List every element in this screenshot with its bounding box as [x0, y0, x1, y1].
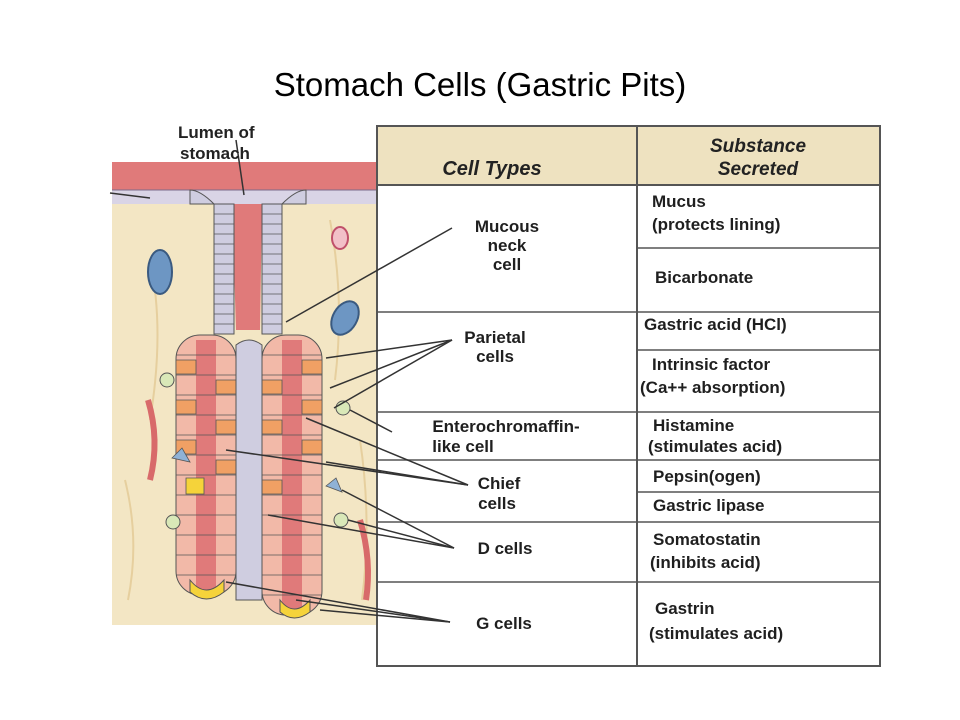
pepsin-text: Pepsin(ogen) — [653, 467, 761, 486]
slide-title: Stomach Cells (Gastric Pits) — [273, 66, 687, 103]
mucous-cells — [189, 189, 307, 335]
g-cells-label: G cells — [476, 614, 532, 633]
intrinsic-factor-text-1: Intrinsic factor — [652, 355, 770, 374]
histamine-text-2: (stimulates acid) — [648, 437, 782, 456]
intrinsic-factor-text-2: (Ca++ absorption) — [640, 378, 785, 397]
ecl-label-1: Enterochromaffin- — [432, 417, 579, 436]
mucous-neck-label-3: cell — [493, 255, 521, 274]
mucous-neck-label-1: Mucous — [475, 217, 539, 236]
ecl-d-cells — [159, 372, 351, 530]
blood-vessels — [145, 226, 371, 601]
header-substance-line1: Substance — [710, 136, 807, 157]
histamine-text-1: Histamine — [653, 416, 734, 435]
gland-right — [261, 334, 323, 619]
mucous-neck-label-2: neck — [488, 236, 527, 255]
d-cells-label: D cells — [478, 539, 533, 558]
gland-left — [175, 334, 237, 600]
lumen-label-line1: Lumen of — [178, 123, 255, 142]
lipase-text: Gastric lipase — [653, 496, 765, 515]
header-cell-types: Cell Types — [442, 158, 541, 180]
gastric-acid-text: Gastric acid (HCl) — [644, 315, 787, 334]
secretion-table: Cell Types Substance Secreted Mucous nec… — [376, 125, 881, 667]
parietal-label-2: cells — [476, 347, 514, 366]
parietal-label-1: Parietal — [464, 328, 525, 347]
leader-lines — [225, 227, 469, 623]
somatostatin-text-1: Somatostatin — [653, 530, 761, 549]
chief-label-1: Chief — [478, 474, 521, 493]
bicarbonate-text: Bicarbonate — [655, 268, 753, 287]
gastrin-text-1: Gastrin — [655, 599, 715, 618]
pit-lumen — [232, 204, 262, 330]
mucus-text-1: Mucus — [652, 192, 706, 211]
somatostatin-text-2: (inhibits acid) — [650, 553, 761, 572]
lumen-label-line2: stomach — [180, 144, 250, 163]
chief-label-2: cells — [478, 494, 516, 513]
header-substance-line2: Secreted — [718, 159, 799, 180]
gastric-pit-illustration: Lumen of stomach — [109, 123, 378, 625]
gastrin-text-2: (stimulates acid) — [649, 624, 783, 643]
ecl-label-2: like cell — [432, 437, 493, 456]
table-header — [378, 127, 879, 185]
mucus-text-2: (protects lining) — [652, 215, 780, 234]
